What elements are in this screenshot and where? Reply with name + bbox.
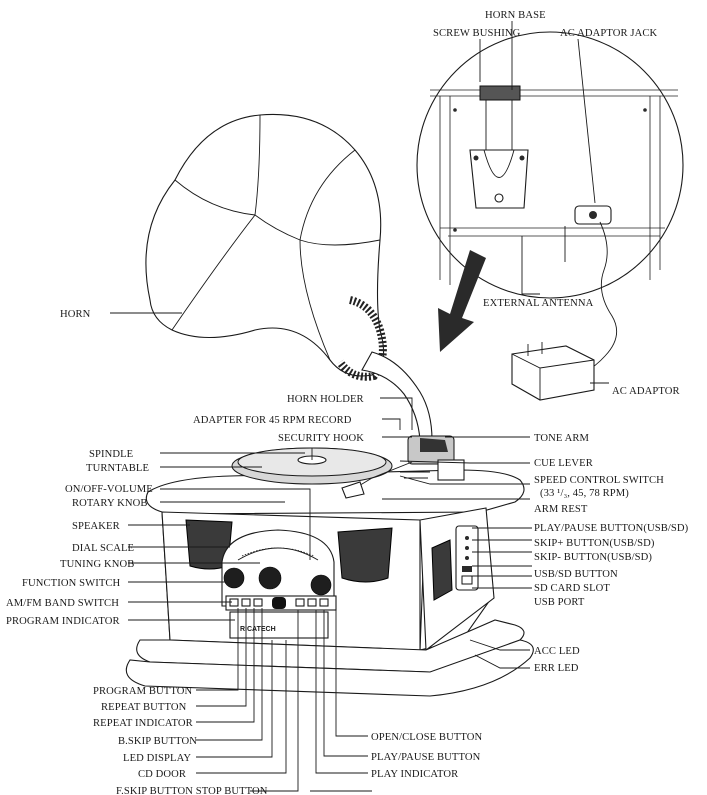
horn-drawing (145, 113, 433, 441)
horn-base-detail-inset (416, 31, 684, 299)
label-b-skip: B.SKIP BUTTON (118, 736, 197, 747)
label-arm-rest: ARM REST (534, 504, 588, 515)
label-speed-switch: SPEED CONTROL SWITCH (534, 475, 664, 486)
label-usb-port: USB PORT (534, 597, 585, 608)
label-skip-minus: SKIP- BUTTON(USB/SD) (534, 552, 652, 563)
label-spindle: SPINDLE (89, 449, 133, 460)
label-adapter-45: ADAPTER FOR 45 RPM RECORD (193, 415, 352, 426)
label-repeat-indicator: REPEAT INDICATOR (93, 718, 194, 729)
label-turntable: TURNTABLE (86, 463, 149, 474)
label-dial-scale: DIAL SCALE (72, 543, 134, 554)
label-speaker: SPEAKER (72, 521, 121, 532)
direction-arrow (438, 250, 486, 352)
label-security-hook: SECURITY HOOK (278, 433, 364, 444)
label-rotary-knob: ROTARY KNOB (72, 498, 148, 509)
label-am-fm-switch: AM/FM BAND SWITCH (6, 598, 119, 609)
label-screw-bushing: SCREW BUSHING (433, 28, 521, 39)
cabinet-drawing (125, 469, 534, 697)
label-horn-base: HORN BASE (485, 10, 546, 21)
label-horn-holder: HORN HOLDER (287, 394, 365, 405)
label-cd-door: CD DOOR (138, 769, 187, 780)
label-external-antenna: EXTERNAL ANTENNA (483, 298, 594, 309)
label-tuning-knob: TUNING KNOB (60, 559, 134, 570)
leader-lines (110, 21, 609, 792)
label-led-display: LED DISPLAY (123, 753, 191, 764)
label-play-pause: PLAY/PAUSE BUTTON (371, 752, 481, 763)
label-program-indicator: PROGRAM INDICATOR (6, 616, 120, 627)
label-tone-arm: TONE ARM (534, 433, 590, 444)
labels: HORN BASE SCREW BUSHING AC ADAPTOR JACK … (6, 10, 689, 795)
label-err-led: ERR LED (534, 663, 579, 674)
label-program-button: PROGRAM BUTTON (93, 686, 192, 697)
label-function-switch: FUNCTION SWITCH (22, 578, 121, 589)
label-f-skip-stop: F.SKIP BUTTON STOP BUTTON (116, 786, 268, 795)
label-horn: HORN (60, 309, 91, 320)
label-on-off-volume: ON/OFF-VOLUME (65, 484, 153, 495)
label-acc-led: ACC LED (534, 646, 580, 657)
label-play-indicator: PLAY INDICATOR (371, 769, 459, 780)
label-open-close: OPEN/CLOSE BUTTON (371, 732, 483, 743)
brand-logo-text: RICATECH (240, 626, 276, 633)
label-cue-lever: CUE LEVER (534, 458, 594, 469)
label-sd-card-slot: SD CARD SLOT (534, 583, 610, 594)
turntable-drawing (231, 435, 465, 499)
label-usb-sd-button: USB/SD BUTTON (534, 569, 618, 580)
label-skip-plus: SKIP+ BUTTON(USB/SD) (534, 538, 655, 549)
label-repeat-button: REPEAT BUTTON (101, 702, 187, 713)
label-ac-adaptor-jack: AC ADAPTOR JACK (560, 28, 658, 39)
label-ac-adaptor: AC ADAPTOR (612, 386, 680, 397)
label-play-pause-usb: PLAY/PAUSE BUTTON(USB/SD) (534, 523, 689, 534)
ac-adaptor-drawing (511, 342, 595, 401)
adaptor-cable (584, 221, 618, 373)
label-speed-values: (33 ¹/₃, 45, 78 RPM) (540, 488, 629, 499)
